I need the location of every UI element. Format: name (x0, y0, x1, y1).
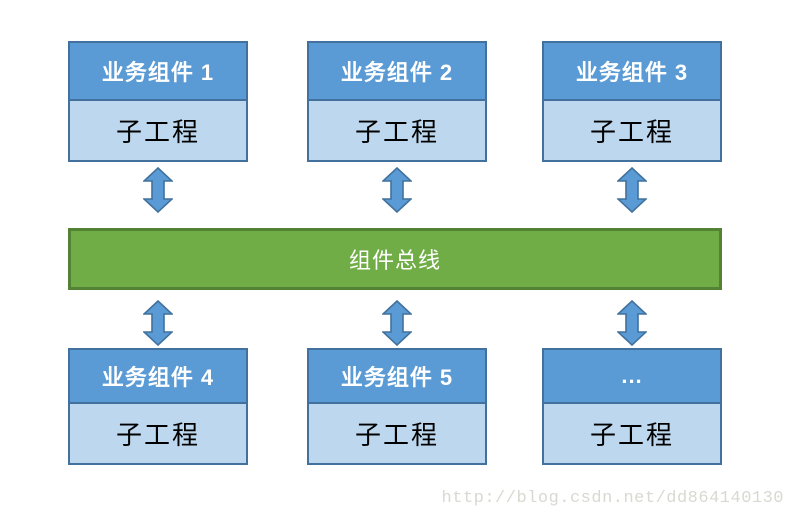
module-subproject-label: 子工程 (589, 420, 674, 450)
bidirectional-arrow-icon (143, 167, 173, 213)
module-subproject-label: 子工程 (115, 420, 200, 450)
bidirectional-arrow-icon (143, 300, 173, 346)
bidirectional-arrow-icon (617, 300, 647, 346)
module-header-label: 业务组件 2 (309, 43, 485, 101)
module-header-label: 业务组件 4 (70, 350, 246, 404)
module-header-label: 业务组件 1 (70, 43, 246, 101)
bidirectional-arrow-icon (617, 167, 647, 213)
module-header-label: 业务组件 5 (309, 350, 485, 404)
bidirectional-arrow-icon (382, 300, 412, 346)
module-subproject-label: 子工程 (354, 117, 439, 147)
watermark-url: http://blog.csdn.net/dd864140130 (441, 489, 784, 508)
module-box-business-component-5: 业务组件 5 子工程 (307, 348, 487, 465)
module-box-business-component-4: 业务组件 4 子工程 (68, 348, 248, 465)
module-header-label: 业务组件 3 (544, 43, 720, 101)
module-subproject-label: 子工程 (354, 420, 439, 450)
module-box-business-component-1: 业务组件 1 子工程 (68, 41, 248, 162)
module-box-business-component-ellipsis: ... 子工程 (542, 348, 722, 465)
module-subproject-label: 子工程 (115, 117, 200, 147)
module-header-label: ... (544, 350, 720, 404)
module-subproject-label: 子工程 (589, 117, 674, 147)
bidirectional-arrow-icon (382, 167, 412, 213)
module-box-business-component-2: 业务组件 2 子工程 (307, 41, 487, 162)
module-box-business-component-3: 业务组件 3 子工程 (542, 41, 722, 162)
component-bus-bar: 组件总线 (68, 228, 722, 290)
